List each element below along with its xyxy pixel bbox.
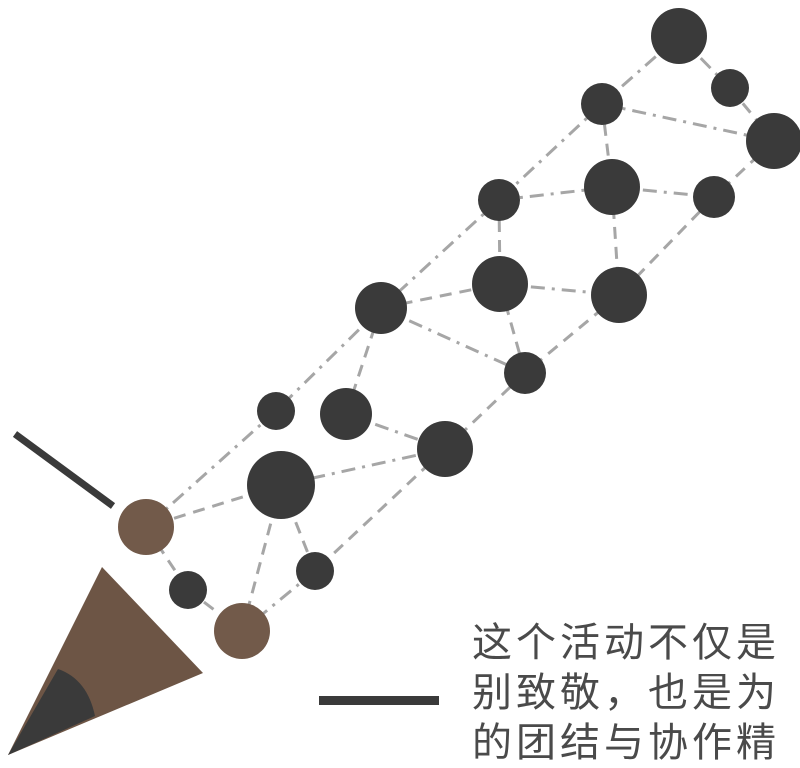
network-edge [497, 102, 604, 202]
network-edge [380, 306, 526, 375]
network-node [257, 392, 295, 430]
network-node-accent [214, 603, 270, 659]
pencil-motion-line [12, 431, 116, 509]
network-nodes [118, 8, 800, 659]
network-node [472, 256, 528, 312]
network-edge [498, 283, 527, 374]
caption-bar [319, 696, 439, 705]
network-node [591, 267, 647, 323]
network-edge [617, 195, 716, 297]
network-node [584, 159, 640, 215]
network-node [693, 176, 735, 218]
network-edge [145, 409, 277, 529]
network-node [169, 571, 207, 609]
network-node [651, 8, 707, 64]
network-node [320, 388, 372, 440]
pencil-lead [8, 669, 95, 755]
caption-line-2: 别致敬，也是为 [472, 670, 780, 716]
network-edge [279, 484, 317, 572]
network-edge [280, 447, 446, 487]
network-node [247, 451, 315, 519]
network-node [504, 352, 546, 394]
network-edge [313, 447, 447, 573]
network-node [355, 282, 407, 334]
network-edge [601, 102, 775, 143]
network-edge [274, 306, 383, 413]
network-node [746, 113, 800, 169]
network-node [478, 179, 520, 221]
network-node [296, 552, 334, 590]
network-edge [379, 198, 501, 310]
network-node [711, 69, 749, 107]
caption-line-3: 的团结与协作精 [472, 720, 780, 766]
caption-line-1: 这个活动不仅是 [472, 620, 780, 666]
network-node-accent [118, 499, 174, 555]
network-node [581, 83, 623, 125]
network-node [417, 421, 473, 477]
caption-text: 这个活动不仅是 别致敬，也是为 的团结与协作精 [472, 618, 800, 768]
network-edges [144, 34, 776, 633]
network-edge [345, 412, 446, 451]
pencil-tip-icon [8, 567, 203, 755]
